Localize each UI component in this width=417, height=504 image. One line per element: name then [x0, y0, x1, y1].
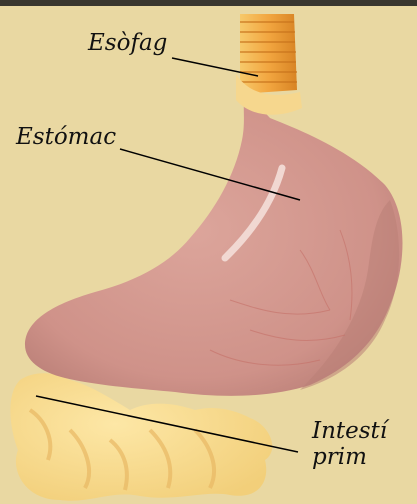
intesti-prim-label: Intestí prim	[312, 418, 387, 471]
esophagus	[236, 14, 302, 115]
esofag-label: Esòfag	[88, 30, 167, 56]
intesti-label-line1: Intestí	[312, 418, 387, 444]
top-band	[0, 0, 417, 6]
estomac-label: Estómac	[16, 124, 116, 150]
intesti-label-line2: prim	[312, 444, 387, 470]
